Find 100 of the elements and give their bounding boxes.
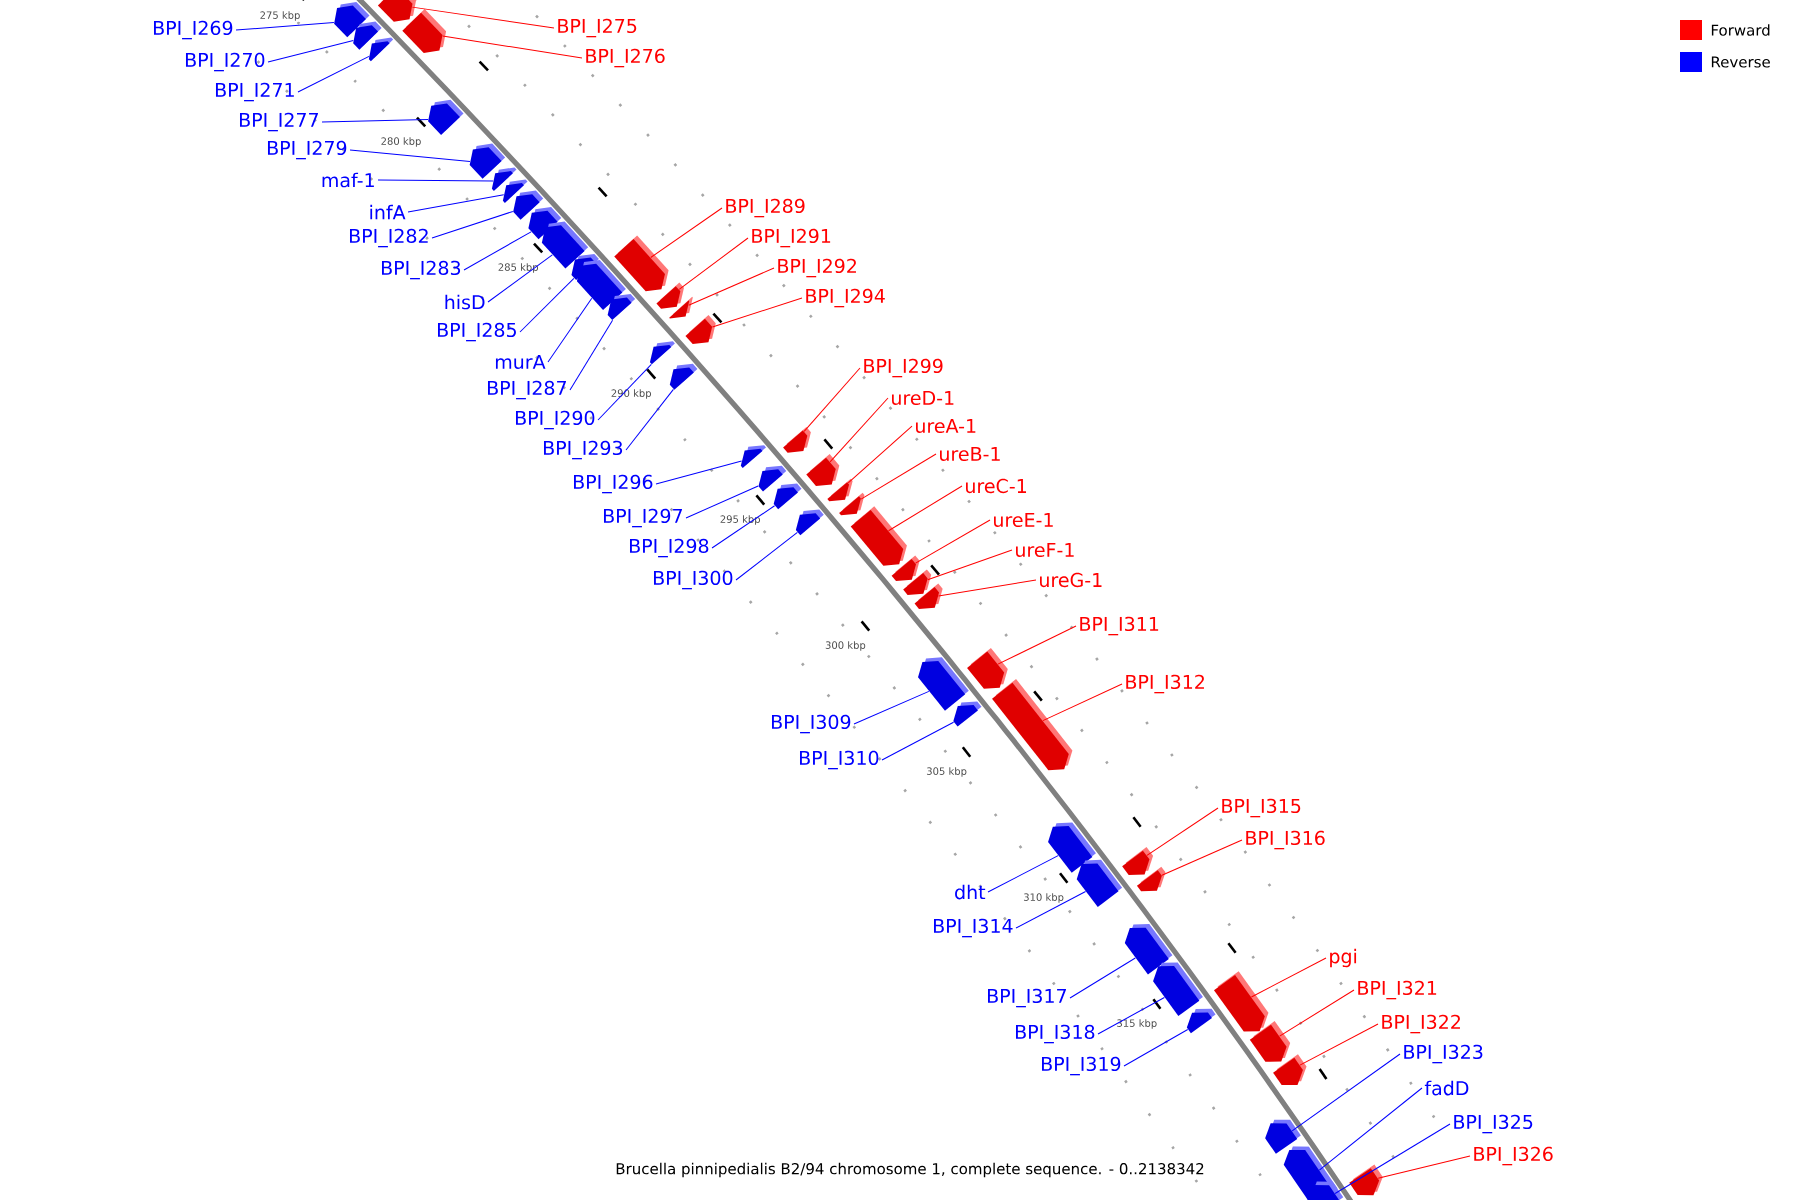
leader-line [688, 267, 775, 306]
gene-label: pgi [1330, 948, 1357, 968]
gene-label: BPI_I319 [1042, 1056, 1121, 1076]
gene-label: BPI_I275 [558, 18, 637, 38]
leader-line [1042, 683, 1123, 722]
gene-block [903, 569, 932, 595]
leader-line [997, 625, 1077, 665]
leader-line [1279, 989, 1355, 1037]
gene-label: ureB-1 [940, 446, 1000, 462]
gene-label: BPI_I314 [934, 918, 1013, 938]
gene-block [1307, 1181, 1344, 1200]
leader-line [569, 319, 614, 391]
gene-label: BPI_I311 [1080, 616, 1159, 636]
gene-block [469, 143, 506, 179]
leader-line [860, 453, 937, 500]
leader-line [407, 194, 505, 213]
leader-line [853, 690, 930, 725]
leader-line [1377, 1155, 1471, 1179]
gene-block [1265, 1119, 1301, 1154]
leader-line [927, 549, 1013, 581]
leader-line [1250, 957, 1327, 998]
gene-block [1124, 924, 1173, 975]
gene-label: BPI_I318 [1016, 1024, 1095, 1044]
gene-block [669, 363, 698, 390]
gene-label: BPI_I292 [778, 258, 856, 278]
leader-line [463, 231, 532, 271]
gene-label: BPI_I316 [1246, 830, 1325, 850]
gene-block [850, 506, 907, 566]
gene-block [773, 483, 802, 510]
gene-label: BPI_I291 [752, 228, 831, 248]
leader-line [487, 254, 553, 303]
leader-line [597, 363, 652, 421]
leader-line [1299, 1023, 1379, 1066]
gene-block [614, 235, 669, 292]
gene-block [1153, 962, 1203, 1016]
gene-label: BPI_I296 [574, 474, 653, 494]
gene-label: BPI_I290 [516, 410, 595, 430]
gene-block [740, 445, 766, 468]
gene-label: BPI_I310 [800, 750, 879, 770]
gene-label: ureA-1 [916, 418, 976, 434]
leader-line [1318, 1087, 1423, 1171]
gene-block [918, 657, 969, 711]
leader-line [1291, 1053, 1401, 1132]
gene-label: BPI_I323 [1404, 1044, 1483, 1064]
gene-block [656, 282, 684, 309]
gene-label: BPI_I271 [216, 82, 294, 102]
leader-line [655, 460, 743, 485]
gene-label: BPI_I293 [544, 440, 623, 460]
gene-block [827, 478, 853, 502]
leader-line [411, 6, 555, 29]
gene-label: ureF-1 [1016, 542, 1074, 558]
gene-label: BPI_I322 [1382, 1014, 1460, 1034]
gene-label: BPI_I299 [864, 358, 943, 378]
leader-line [377, 179, 494, 182]
leader-line [915, 519, 991, 564]
gene-block [428, 99, 464, 135]
gene-label: BPI_I276 [586, 48, 665, 68]
gene-block [839, 492, 865, 516]
gene-block [1076, 859, 1123, 907]
gene-block [758, 465, 787, 492]
leader-line [235, 22, 335, 31]
gene-label: BPI_I309 [772, 714, 851, 734]
gene-label: BPI_I325 [1454, 1114, 1533, 1134]
leader-line [625, 388, 674, 451]
gene-label: BPI_I294 [806, 288, 885, 308]
gene-block [1214, 971, 1269, 1032]
leader-line [1069, 957, 1136, 999]
leader-line [349, 149, 471, 162]
leader-line [735, 531, 798, 581]
gene-label: BPI_I289 [726, 198, 805, 218]
gene-block [669, 296, 693, 319]
leader-line [685, 485, 759, 519]
gene-block [914, 583, 943, 609]
leader-line [1097, 997, 1165, 1035]
gene-label: BPI_I312 [1126, 674, 1204, 694]
leader-line [829, 397, 889, 463]
gene-label: BPI_I279 [268, 140, 347, 160]
leader-line [847, 425, 913, 484]
gene-label: BPI_I298 [630, 538, 709, 558]
gene-block [1122, 847, 1154, 875]
gene-label: hisD [445, 294, 485, 310]
gene-label: BPI_I326 [1474, 1146, 1553, 1166]
gene-label: ureG-1 [1040, 572, 1102, 588]
gene-block [1136, 866, 1166, 892]
gene-block [1048, 822, 1096, 873]
gene-label: BPI_I317 [988, 988, 1066, 1008]
leader-line [297, 55, 370, 93]
gene-label: BPI_I297 [604, 508, 682, 528]
leader-line [1161, 839, 1243, 876]
leader-line [678, 237, 749, 290]
gene-block [891, 555, 920, 581]
leader-line [711, 297, 803, 328]
leader-line [1123, 1029, 1189, 1067]
gene-block [607, 293, 636, 321]
leader-line [442, 35, 583, 59]
leader-line [881, 721, 955, 761]
gene-label: BPI_I277 [240, 112, 318, 132]
leader-line [937, 579, 1037, 597]
gene-block [806, 454, 840, 486]
leader-line [1146, 807, 1219, 856]
